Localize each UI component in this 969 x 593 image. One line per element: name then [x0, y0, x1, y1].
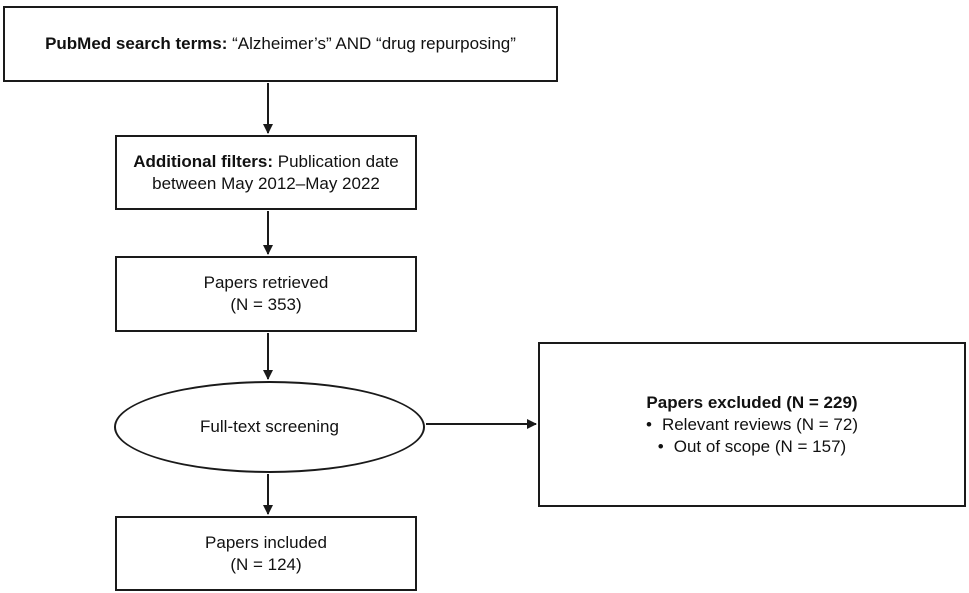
excluded-reason-item: • Out of scope (N = 157)	[646, 436, 858, 458]
full-text-screening-node: Full-text screening	[114, 381, 425, 473]
search-terms-label: PubMed search terms:	[45, 34, 228, 53]
papers-excluded-box: Papers excluded (N = 229) •Relevant revi…	[538, 342, 966, 507]
excluded-reason-text: Out of scope (N = 157)	[673, 436, 847, 456]
excluded-reason-text: Relevant reviews (N = 72)	[661, 414, 858, 434]
filters-line-1: Additional filters: Publication date	[133, 151, 398, 173]
bullet-icon: •	[645, 414, 652, 434]
papers-excluded-title-text: Papers excluded (N = 229)	[646, 392, 858, 412]
bullet-icon: •	[657, 436, 664, 456]
filters-line-2: between May 2012–May 2022	[152, 173, 380, 193]
filters-label: Additional filters:	[133, 151, 274, 171]
papers-retrieved-count: (N = 353)	[230, 295, 302, 314]
additional-filters-box: Additional filters: Publication date bet…	[115, 135, 417, 210]
search-terms-text: PubMed search terms: “Alzheimer’s” AND “…	[45, 33, 516, 55]
filters-line1-text: Publication date	[273, 151, 399, 171]
search-terms-box: PubMed search terms: “Alzheimer’s” AND “…	[3, 6, 558, 82]
papers-excluded-title: Papers excluded (N = 229)	[646, 392, 857, 414]
papers-included-count: (N = 124)	[230, 554, 302, 574]
excluded-reason-item: • Relevant reviews (N = 72)	[646, 414, 858, 436]
excluded-reasons-list: •Relevant reviews (N = 72) •Out of scope…	[646, 414, 858, 458]
search-terms-value: “Alzheimer’s” AND “drug repurposing”	[227, 34, 516, 53]
papers-included-box: Papers included (N = 124)	[115, 516, 417, 591]
papers-included-title: Papers included	[205, 532, 327, 552]
papers-retrieved-box: Papers retrieved (N = 353)	[115, 256, 417, 332]
full-text-screening-label: Full-text screening	[200, 417, 339, 436]
papers-retrieved-title: Papers retrieved	[203, 273, 329, 292]
